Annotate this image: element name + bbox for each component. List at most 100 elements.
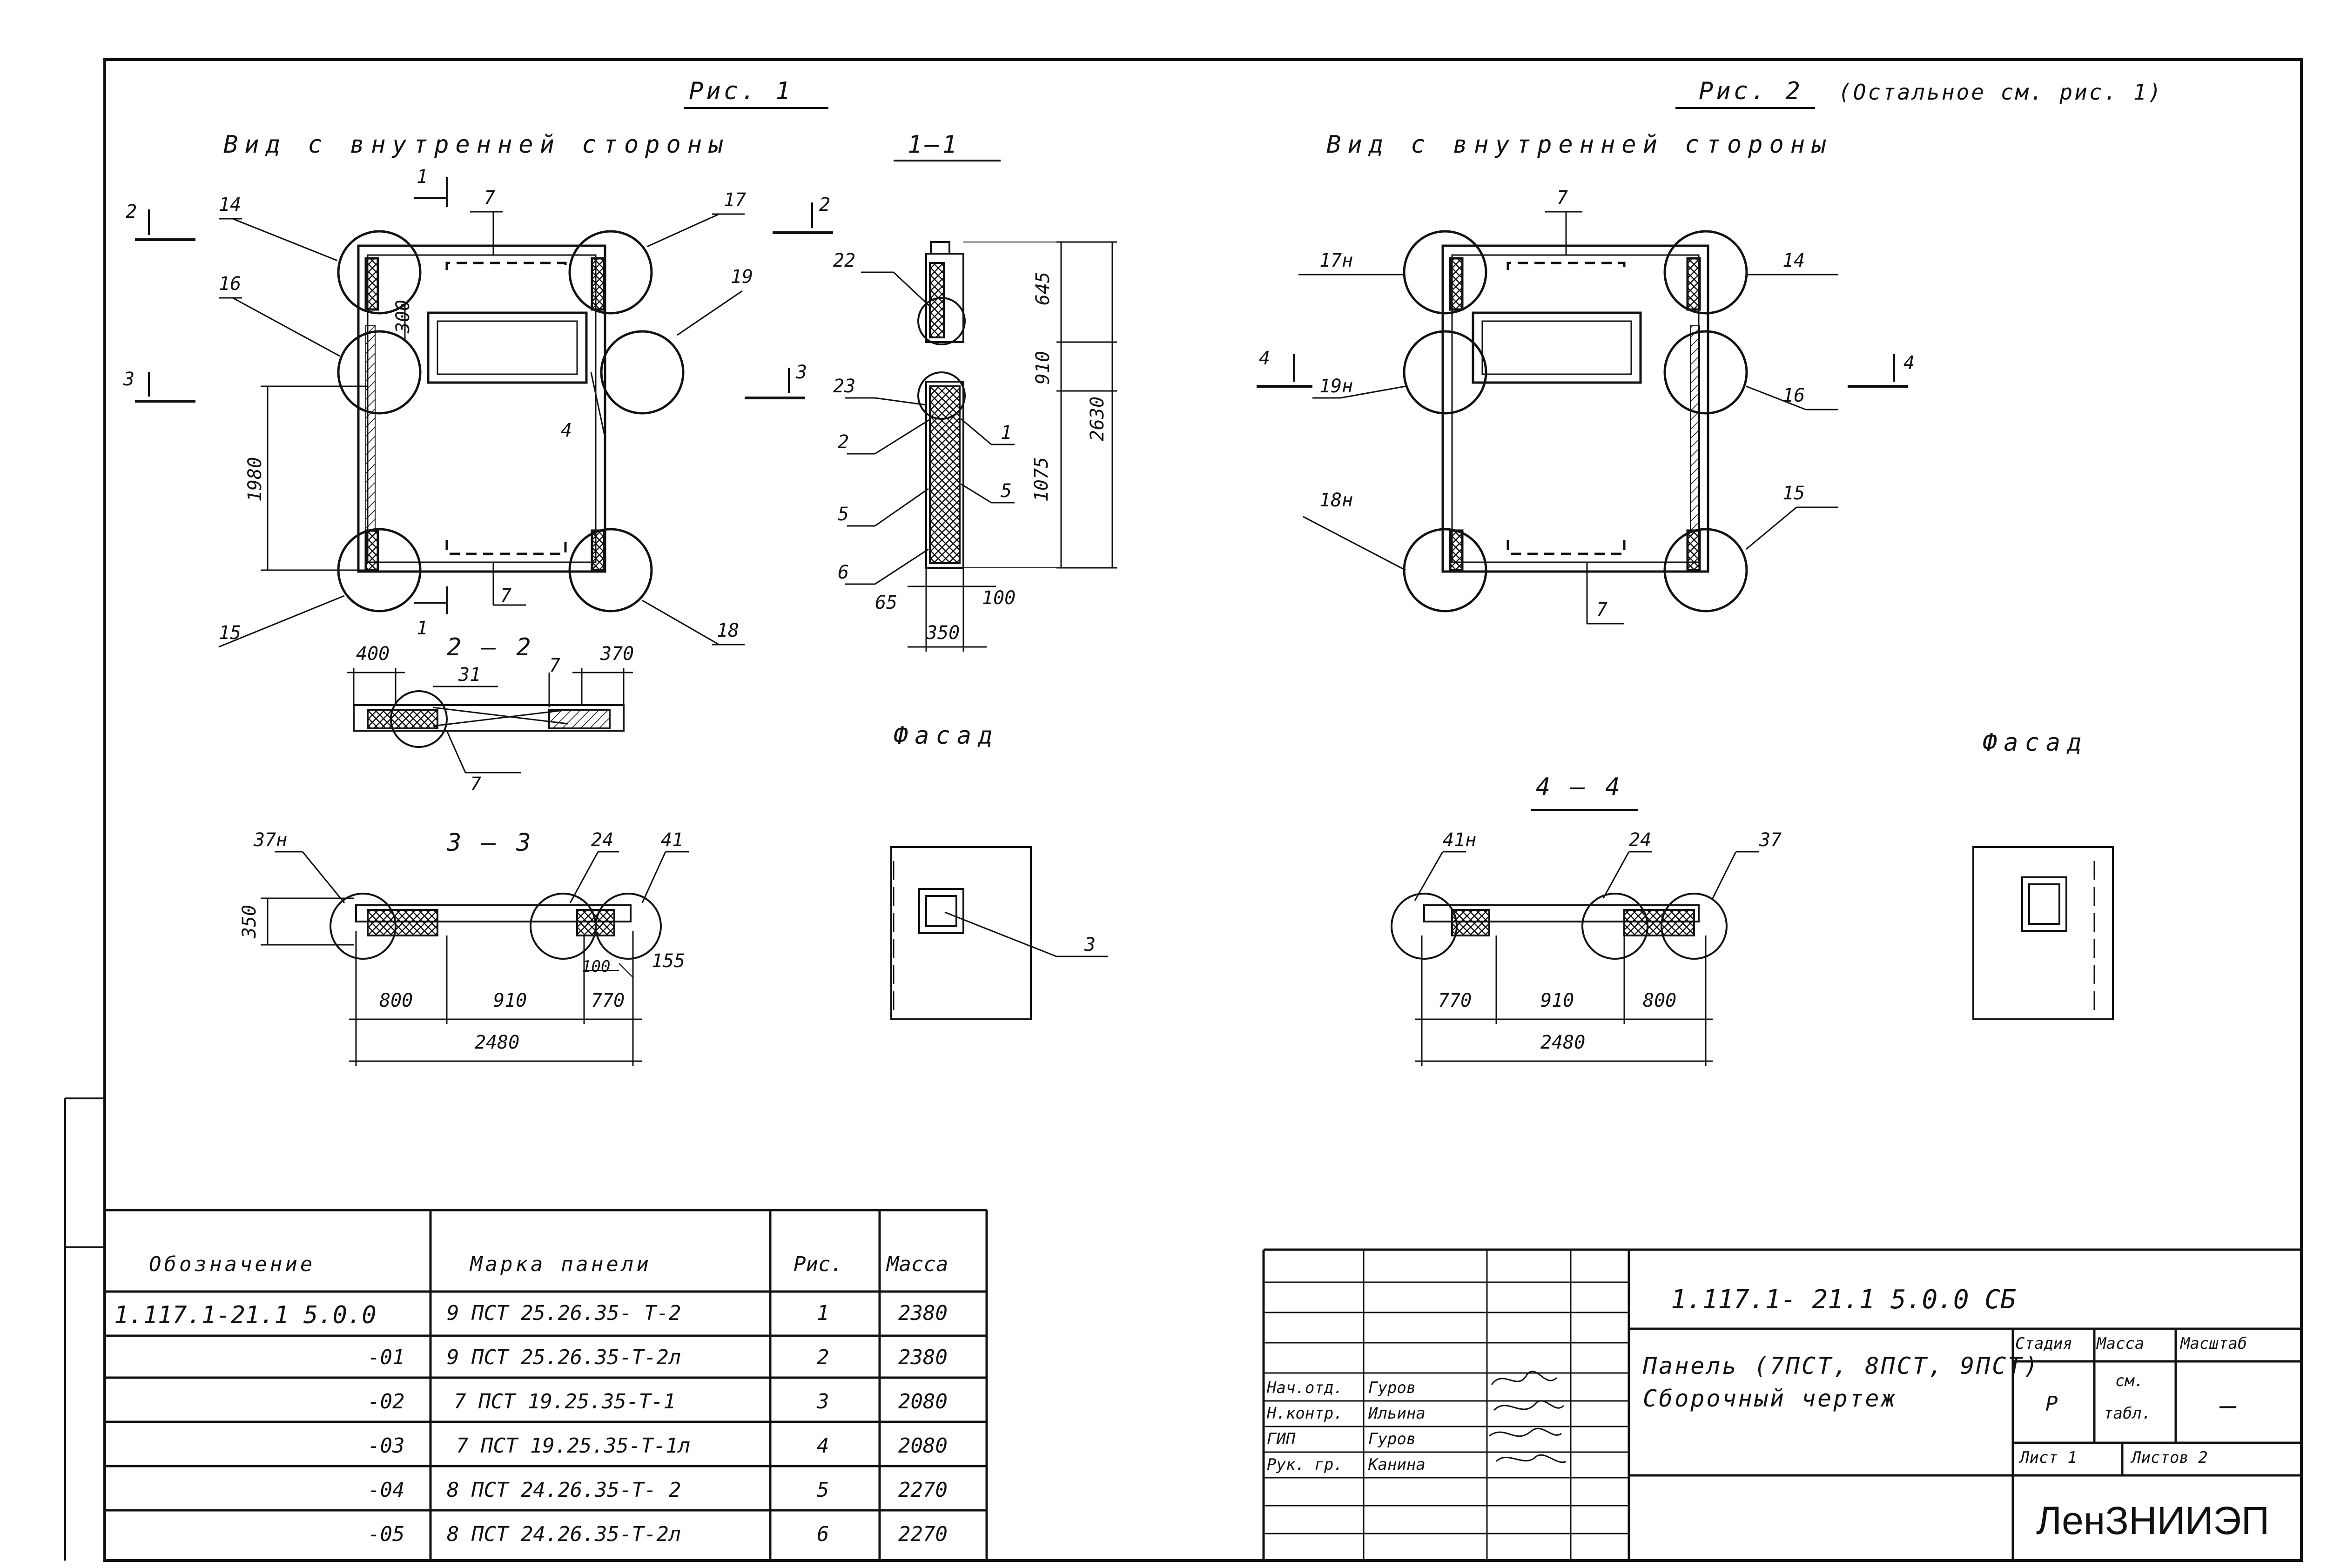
- dim-800: 800: [1643, 990, 1677, 1011]
- table-cell-designation: 1.117.1-21.1 5.0.0: [114, 1301, 377, 1329]
- callout-label: 2: [838, 431, 849, 453]
- section-4-4: [1391, 809, 1759, 1066]
- cut-mark-label: 2: [819, 194, 831, 215]
- sheet-number: Лист 1: [2020, 1448, 2077, 1467]
- callout-label: 15: [219, 622, 242, 644]
- mass-value-line2: табл.: [2104, 1404, 2152, 1423]
- callout-label: 18: [717, 620, 740, 641]
- doc-code: 1.117.1- 21.1 5.0.0 СБ: [1671, 1285, 2016, 1315]
- table-cell-fig: 1: [817, 1301, 829, 1325]
- dim-2480: 2480: [475, 1032, 520, 1053]
- table-cell-mass: 2080: [898, 1390, 948, 1413]
- stage-value: Р: [2045, 1392, 2058, 1416]
- fig1-panel-view: [135, 107, 1001, 648]
- table-cell-mark: 9 ПСТ 25.26.35-Т-2л: [447, 1346, 681, 1369]
- table-cell-mark: 8 ПСТ 24.26.35-Т-2л: [447, 1522, 681, 1546]
- section-4-4-label: 4 — 4: [1536, 773, 1623, 801]
- dim-350: 350: [926, 622, 960, 644]
- table-cell-mass: 2270: [898, 1478, 948, 1502]
- table-cell-designation: -03: [368, 1434, 405, 1458]
- signer-name: Канина: [1368, 1455, 1426, 1474]
- table-cell-mass: 2080: [898, 1434, 948, 1458]
- callout-label: 7: [1596, 599, 1608, 620]
- mass-header: Масса: [2097, 1334, 2145, 1353]
- dim-800: 800: [379, 990, 413, 1011]
- table-cell-fig: 2: [817, 1346, 829, 1369]
- signer-name: Гуров: [1368, 1379, 1416, 1397]
- fig2-note: (Остальное см. рис. 1): [1838, 80, 2163, 105]
- callout-label: 19: [731, 266, 753, 288]
- callout-label: 24: [1629, 829, 1652, 851]
- signer-role: Рук. гр.: [1267, 1455, 1343, 1474]
- table-cell-designation: -02: [368, 1390, 405, 1413]
- cut-mark-label: 4: [1259, 348, 1271, 369]
- callout-label: 16: [219, 273, 242, 295]
- signer-role: Нач.отд.: [1267, 1379, 1343, 1397]
- callout-label: 17н: [1319, 250, 1353, 271]
- callout-label: 17: [724, 189, 747, 211]
- section-1-1-label: 1—1: [908, 131, 960, 159]
- callout-label: 7: [500, 585, 512, 606]
- callout-label: 37: [1759, 829, 1782, 851]
- callout-label: 5: [838, 504, 849, 525]
- fig1-title: Рис. 1: [689, 77, 793, 105]
- sheet-count: Листов 2: [2132, 1448, 2208, 1467]
- cut-mark-label: 4: [1903, 352, 1915, 374]
- callout-label: 1: [1001, 422, 1012, 444]
- table-cell-fig: 6: [817, 1522, 829, 1546]
- dim-370: 370: [600, 643, 634, 665]
- table-header: Обозначение: [149, 1252, 316, 1276]
- dim-910: 910: [1540, 990, 1574, 1011]
- callout-label: 41: [661, 829, 684, 851]
- callout-label: 22: [833, 250, 856, 271]
- scale-value: —: [2220, 1389, 2237, 1422]
- table-header: Рис.: [794, 1252, 843, 1276]
- table-cell-mass: 2270: [898, 1522, 948, 1546]
- table-cell-mass: 2380: [898, 1346, 948, 1369]
- table-cell-designation: -01: [368, 1346, 405, 1369]
- section-3-3: [261, 851, 689, 1066]
- table-cell-mass: 2380: [898, 1301, 948, 1325]
- fig2-facade: [1972, 846, 2114, 1020]
- table-cell-designation: -04: [368, 1478, 405, 1502]
- callout-label: 14: [1782, 250, 1805, 271]
- cut-mark-label: 1: [417, 618, 428, 639]
- fig2-view-label: Вид с внутренней стороны: [1326, 131, 1833, 159]
- dim-645: 645: [1032, 271, 1054, 306]
- section-2-2: [347, 668, 633, 774]
- dim-350-section: 350: [239, 904, 261, 939]
- callout-label: 24: [591, 829, 614, 851]
- fig2-panel-view: [1257, 107, 1908, 625]
- cut-mark-label: 3: [123, 369, 135, 390]
- dim-2630: 2630: [1087, 396, 1109, 442]
- callout-label: 23: [833, 376, 856, 397]
- signer-role: Н.контр.: [1267, 1404, 1343, 1423]
- callout-label: 19н: [1319, 376, 1353, 397]
- cut-mark-label: 1: [417, 166, 428, 188]
- dim-770: 770: [1438, 990, 1472, 1011]
- title-block-grid: [1262, 1248, 2301, 1561]
- spec-table-grid: [105, 1209, 988, 1561]
- fig1-facade: [890, 846, 1108, 1020]
- callout-label: 37н: [254, 829, 288, 851]
- scale-header: Масштаб: [2180, 1334, 2247, 1353]
- signer-name: Ильина: [1368, 1404, 1426, 1423]
- fig2-facade-label: Фасад: [1983, 729, 2088, 757]
- doc-name-line2: Сборочный чертеж: [1643, 1385, 1897, 1412]
- section-2-2-label: 2 — 2: [447, 633, 534, 661]
- doc-name-line1: Панель (7ПСТ, 8ПСТ, 9ПСТ): [1643, 1353, 2040, 1380]
- callout-label: 18н: [1319, 490, 1353, 511]
- callout-label: 7: [470, 774, 482, 795]
- table-cell-mark: 7 ПСТ 19.25.35-Т-1л: [456, 1434, 691, 1458]
- fig2-title: Рис. 2: [1699, 77, 1803, 105]
- fig1-facade-label: Фасад: [894, 722, 999, 750]
- section-3-3-label: 3 — 3: [447, 829, 534, 857]
- callout-label: 7: [549, 655, 561, 676]
- section-1-1: [845, 241, 1117, 652]
- dim-65: 65: [875, 592, 898, 613]
- dim-1980: 1980: [244, 457, 266, 502]
- table-cell-mark: 7 ПСТ 19.25.35-Т-1: [454, 1390, 676, 1413]
- callout-label: 7: [1557, 187, 1568, 209]
